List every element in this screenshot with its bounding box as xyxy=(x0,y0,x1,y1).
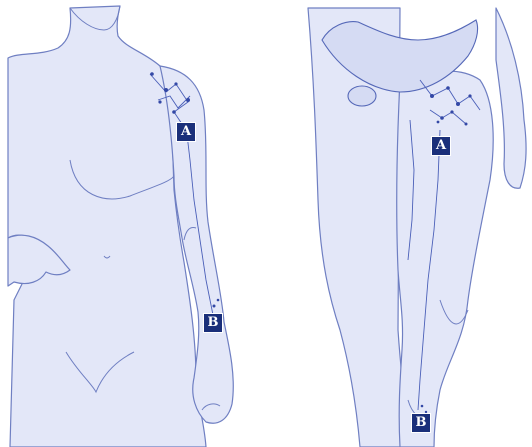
femur-head xyxy=(348,86,376,106)
label-a-leg: A xyxy=(431,136,451,156)
lower-body-drawing xyxy=(300,0,532,447)
lower-body-illustration: A B xyxy=(300,0,532,447)
upper-body-illustration: A B xyxy=(0,0,260,447)
label-b-leg: B xyxy=(411,413,431,433)
upper-body-drawing xyxy=(0,0,260,447)
side-hand-shape xyxy=(496,8,526,188)
front-leg-shape xyxy=(397,71,494,447)
label-a-arm: A xyxy=(176,122,196,142)
label-b-arm: B xyxy=(203,313,223,333)
